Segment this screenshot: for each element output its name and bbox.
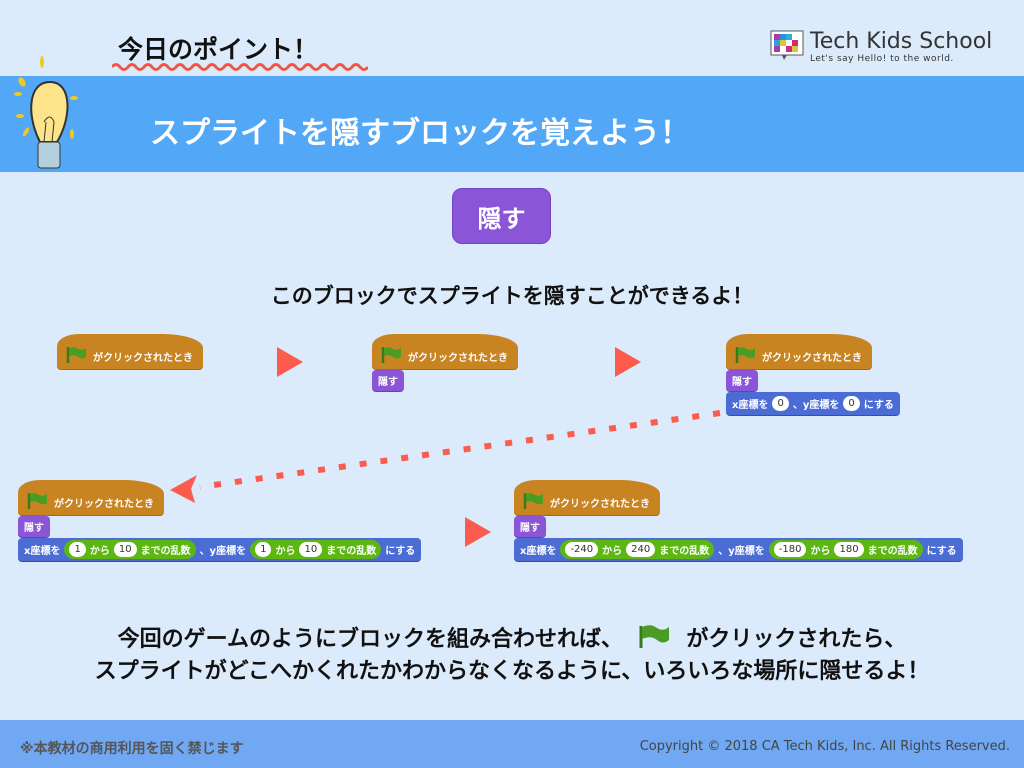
hide-block: 隠す: [18, 516, 50, 538]
hide-block: 隠す: [372, 370, 404, 392]
hide-block: 隠す: [514, 516, 546, 538]
y-to: 180: [834, 542, 864, 557]
logo-tagline: Let's say Hello! to the world.: [810, 54, 954, 64]
when-flag-clicked-block: がクリックされたとき: [726, 334, 872, 370]
block-label: x座標を: [520, 546, 557, 557]
block-label: から: [810, 546, 831, 557]
block-label: x座標を: [24, 546, 61, 557]
when-flag-clicked-block: がクリックされたとき: [372, 334, 518, 370]
green-flag-icon: [734, 346, 756, 367]
block-label: から: [275, 546, 296, 557]
wavy-underline: [112, 63, 368, 71]
when-flag-clicked-block: がクリックされたとき: [18, 480, 164, 516]
block-label: から: [602, 546, 623, 557]
block-label: がクリックされたとき: [54, 499, 154, 510]
arrow-right-icon: [615, 347, 641, 377]
block-label: にする: [863, 400, 894, 411]
block-label: x座標を: [732, 400, 769, 411]
when-flag-clicked-block: がクリックされたとき: [514, 480, 660, 516]
x-from: 1: [69, 542, 86, 557]
block-label: にする: [385, 546, 416, 557]
when-flag-clicked-block: がクリックされたとき: [57, 334, 203, 370]
green-flag-icon: [522, 492, 544, 513]
lightbulb-icon: [14, 56, 78, 169]
green-flag-icon: [26, 492, 48, 513]
footer-bar: [0, 720, 1024, 768]
message-line2: スプライトがどこへかくれたかわからなくなるように、いろいろな場所に隠せるよ！: [94, 659, 930, 684]
block-label: がクリックされたとき: [93, 353, 193, 364]
block-label: 、y座標を: [199, 546, 247, 557]
script-stack: がクリックされたとき: [57, 334, 203, 370]
todays-point-label: 今日のポイント！: [118, 35, 319, 64]
block-label: までの乱数: [326, 546, 377, 557]
x-to: 240: [626, 542, 656, 557]
block-label: にする: [926, 546, 957, 557]
y-to: 10: [299, 542, 323, 557]
y-from: -180: [773, 542, 807, 557]
y-value: 0: [843, 396, 860, 411]
green-flag-icon: [65, 346, 87, 367]
green-flag-icon: [380, 346, 402, 367]
x-value: 0: [772, 396, 789, 411]
description-text: このブロックでスプライトを隠すことができるよ！: [270, 284, 754, 308]
green-flag-icon: [639, 625, 669, 648]
y-from: 1: [255, 542, 272, 557]
block-label: までの乱数: [867, 546, 918, 557]
block-label: がクリックされたとき: [550, 499, 650, 510]
arrow-right-icon: [465, 517, 491, 547]
x-from: -240: [565, 542, 599, 557]
title-banner: [0, 76, 1024, 172]
block-label: がクリックされたとき: [762, 353, 862, 364]
logo-name: Tech Kids School: [810, 29, 993, 54]
hide-block: 隠す: [726, 370, 758, 392]
block-label: 、y座標を: [718, 546, 765, 557]
block-label: までの乱数: [659, 546, 710, 557]
banner-title: スプライトを隠すブロックを覚えよう！: [150, 116, 690, 151]
summary-message: 今回のゲームのようにブロックを組み合わせれば、 がクリックされたら、 スプライト…: [0, 624, 1024, 688]
message-line1: 今回のゲームのようにブロックを組み合わせれば、: [117, 627, 623, 652]
message-flag-suffix: がクリックされたら、: [686, 627, 907, 652]
block-label: 、y座標を: [792, 400, 840, 411]
dotted-arrow: [170, 410, 721, 503]
arrow-right-icon: [277, 347, 303, 377]
hide-block-large: 隠す: [452, 188, 551, 244]
block-label: がクリックされたとき: [408, 353, 508, 364]
usage-notice: ※本教材の商用利用を固く禁じます: [20, 741, 244, 757]
x-to: 10: [113, 542, 137, 557]
logo-mosaic-icon: [770, 30, 804, 60]
block-label: から: [89, 546, 110, 557]
block-label: までの乱数: [140, 546, 191, 557]
copyright: Copyright © 2018 CA Tech Kids, Inc. All …: [639, 739, 1010, 754]
script-stack: がクリックされたとき隠す: [372, 334, 518, 392]
